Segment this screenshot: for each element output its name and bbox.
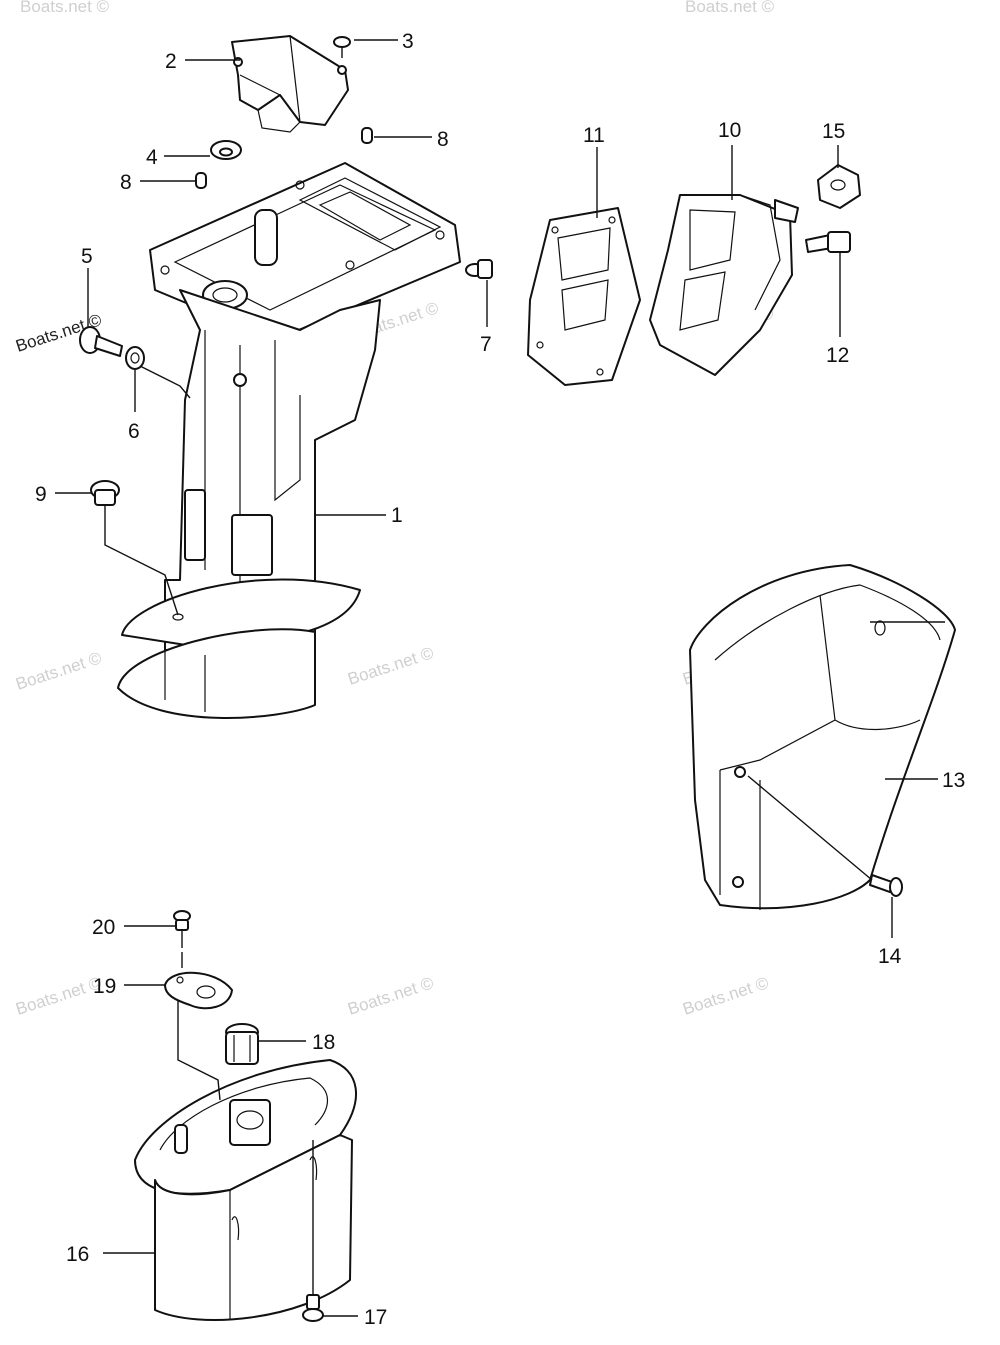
callout-8b: 8 — [120, 171, 132, 194]
part-7-plug — [465, 259, 493, 279]
part-10-exhaust-manifold — [649, 194, 799, 376]
callout-2: 2 — [165, 50, 177, 73]
callouts: 1 2 3 4 5 6 7 8 8 9 10 11 12 13 14 15 16… — [35, 30, 965, 1329]
part-20-bolt — [173, 910, 191, 948]
callout-1: 1 — [391, 504, 403, 527]
callout-8a: 8 — [437, 128, 449, 151]
part-16-extension-case — [134, 1059, 357, 1321]
part-5-bolt — [79, 326, 123, 357]
part-1-upper-casing — [117, 162, 461, 719]
watermark: Boats.net © — [345, 973, 436, 1019]
watermark: Boats.net © — [345, 643, 436, 689]
callout-10: 10 — [718, 119, 741, 142]
part-12-nipple — [805, 231, 851, 253]
callout-16: 16 — [66, 1243, 89, 1266]
part-15-nut — [817, 164, 861, 209]
part-14-screw — [869, 874, 903, 897]
callout-15: 15 — [822, 120, 845, 143]
callout-7: 7 — [480, 333, 492, 356]
part-11-gasket — [527, 207, 641, 386]
callout-19: 19 — [93, 975, 116, 998]
part-8-dowel-pins — [195, 127, 373, 189]
callout-5: 5 — [81, 245, 93, 268]
part-2-bracket — [231, 35, 349, 133]
callout-4: 4 — [146, 146, 158, 169]
callout-6: 6 — [128, 420, 140, 443]
callout-14: 14 — [878, 945, 902, 968]
part-9-plug — [90, 480, 120, 506]
callout-20: 20 — [92, 916, 115, 939]
callout-3: 3 — [402, 30, 414, 53]
watermark: Boats.net © — [685, 0, 775, 16]
part-18-grommet — [225, 1023, 259, 1065]
part-17-bolt — [302, 1280, 324, 1322]
callout-17: 17 — [364, 1306, 387, 1329]
watermark: Boats.net © — [13, 973, 104, 1019]
part-19-gasket — [164, 971, 233, 1010]
leader-lines — [55, 39, 945, 1317]
watermark: Boats.net © — [680, 973, 771, 1019]
watermark: Boats.net © — [20, 0, 110, 16]
part-4-bushing — [210, 140, 242, 160]
watermark: Boats.net © — [13, 648, 104, 694]
callout-18: 18 — [312, 1031, 335, 1054]
part-6-washer — [125, 346, 145, 370]
part-13-cover — [689, 564, 956, 910]
callout-12: 12 — [826, 344, 849, 367]
part-3-screw — [333, 36, 351, 58]
callout-11: 11 — [583, 124, 605, 147]
callout-13: 13 — [942, 769, 965, 792]
callout-9: 9 — [35, 483, 47, 506]
